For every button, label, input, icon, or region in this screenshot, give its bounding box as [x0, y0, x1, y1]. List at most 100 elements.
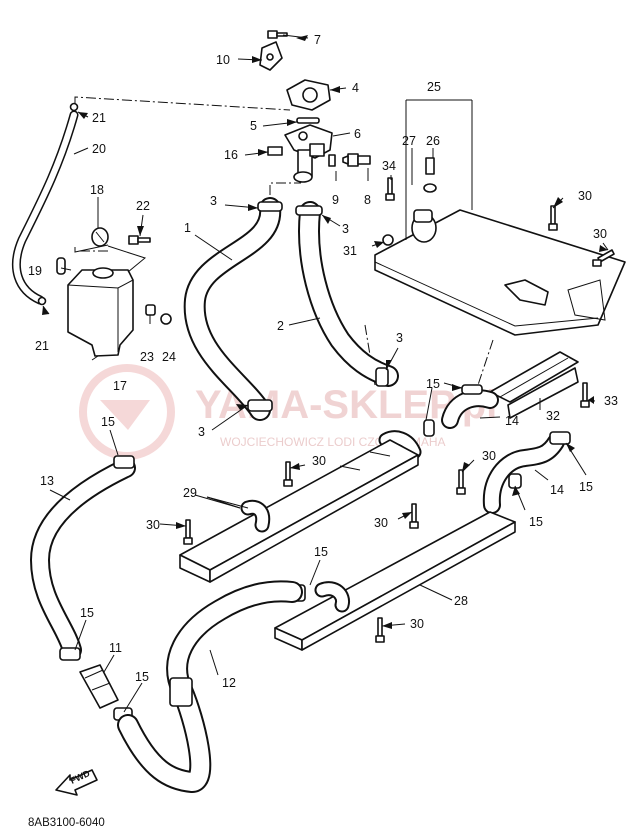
fwd-arrow: FWD — [55, 768, 98, 796]
watermark-logo-mark — [100, 400, 150, 430]
hose-13 — [30, 458, 136, 660]
callout-2: 2 — [277, 319, 284, 333]
callout-25: 25 — [427, 80, 441, 94]
callout-15-g: 15 — [135, 670, 149, 684]
hose-12-collar — [169, 677, 193, 707]
callout-30-a: 30 — [578, 189, 592, 203]
callout-15-f: 15 — [80, 606, 94, 620]
callout-19: 19 — [28, 264, 42, 278]
hose-14-upper — [441, 389, 499, 429]
gasket-5 — [296, 117, 320, 124]
bolt-30-d — [183, 519, 193, 545]
callout-30-f: 30 — [374, 516, 388, 530]
overflow-hose — [11, 110, 79, 305]
callout-10: 10 — [216, 53, 230, 67]
bolt-33 — [580, 382, 590, 408]
clamp-15-f — [113, 455, 135, 469]
bolt-27 — [425, 157, 435, 175]
callout-1: 1 — [184, 221, 191, 235]
clamp-15-b — [423, 419, 435, 437]
callout-34: 34 — [382, 159, 396, 173]
callout-17: 17 — [113, 379, 127, 393]
clamp-3-d — [247, 399, 273, 412]
bolt-30-a — [548, 205, 558, 231]
callout-15-c: 15 — [579, 480, 593, 494]
washer-26 — [423, 183, 437, 193]
callout-29: 29 — [183, 486, 197, 500]
hose-1 — [183, 197, 282, 421]
joint-pipe-11 — [79, 664, 119, 709]
callout-14-b: 14 — [550, 483, 564, 497]
callout-16: 16 — [224, 148, 238, 162]
hose-clip-bottom — [37, 296, 47, 306]
fitting-25 — [411, 209, 437, 243]
thermostat-housing-6 — [284, 124, 333, 177]
callout-15-e: 15 — [314, 545, 328, 559]
housing-outlet — [293, 171, 313, 183]
callout-20: 20 — [92, 142, 106, 156]
callout-30-b: 30 — [593, 227, 607, 241]
callout-22: 22 — [136, 199, 150, 213]
callout-15-d: 15 — [529, 515, 543, 529]
connector-elbow-28 — [314, 581, 350, 613]
hose-12 — [117, 580, 303, 793]
callout-9: 9 — [332, 193, 339, 207]
callout-3-b: 3 — [342, 222, 349, 236]
callout-30-d: 30 — [482, 449, 496, 463]
washer-24 — [160, 313, 172, 325]
callout-4: 4 — [352, 81, 359, 95]
callout-23: 23 — [140, 350, 154, 364]
connector-elbow-upper — [378, 430, 422, 460]
callout-27: 27 — [402, 134, 416, 148]
callout-30-g: 30 — [410, 617, 424, 631]
callout-3-a: 3 — [210, 194, 217, 208]
callout-6: 6 — [354, 127, 361, 141]
bolt-16 — [267, 146, 283, 156]
callout-32: 32 — [546, 409, 560, 423]
clamp-3-b — [295, 205, 323, 216]
temperature-sensor-8 — [342, 153, 371, 167]
callout-26: 26 — [426, 134, 440, 148]
connector-elbow-29 — [240, 499, 271, 533]
bolt-22 — [128, 235, 151, 245]
diagram-code: 8AB3100-6040 — [28, 817, 105, 829]
bolt-30-b — [592, 249, 615, 267]
callout-3-c: 3 — [396, 331, 403, 345]
hose-clip-top — [69, 102, 79, 112]
heat-exchanger-28 — [274, 511, 516, 651]
heat-exchanger-25 — [374, 209, 626, 336]
callout-13: 13 — [40, 474, 54, 488]
tank-fitting-19 — [56, 257, 66, 275]
callout-15-a: 15 — [426, 377, 440, 391]
clamp-15-c — [549, 431, 571, 445]
bolt-30-g — [375, 617, 385, 643]
washer-9 — [328, 154, 336, 167]
callout-24: 24 — [162, 350, 176, 364]
hose-14-lower — [482, 433, 565, 514]
callout-labels: 7 10 4 25 21 5 6 27 26 20 16 34 18 9 8 3… — [28, 33, 618, 690]
callout-30-c: 30 — [312, 454, 326, 468]
bolt-30-c — [283, 461, 293, 487]
clamp-3-c — [375, 367, 389, 387]
callout-11: 11 — [109, 641, 122, 655]
bolt-7 — [267, 30, 288, 39]
callout-15-b: 15 — [101, 415, 115, 429]
hose-2 — [298, 201, 399, 387]
clamp-15-a — [461, 384, 483, 395]
callout-30-e: 30 — [146, 518, 160, 532]
callout-28: 28 — [454, 594, 468, 608]
reservoir-tank — [67, 267, 134, 357]
callout-7: 7 — [314, 33, 321, 47]
callout-5: 5 — [250, 119, 257, 133]
bracket-10 — [259, 41, 283, 71]
callout-18: 18 — [90, 183, 104, 197]
callout-21-bottom: 21 — [35, 339, 49, 353]
bolt-30-f — [409, 503, 419, 529]
heat-exchanger-29 — [179, 439, 419, 583]
bolt-34 — [385, 177, 395, 201]
thermostat-cover-4 — [286, 79, 331, 111]
callout-21-top: 21 — [92, 111, 106, 125]
callout-33: 33 — [604, 394, 618, 408]
collar-23 — [145, 304, 156, 316]
